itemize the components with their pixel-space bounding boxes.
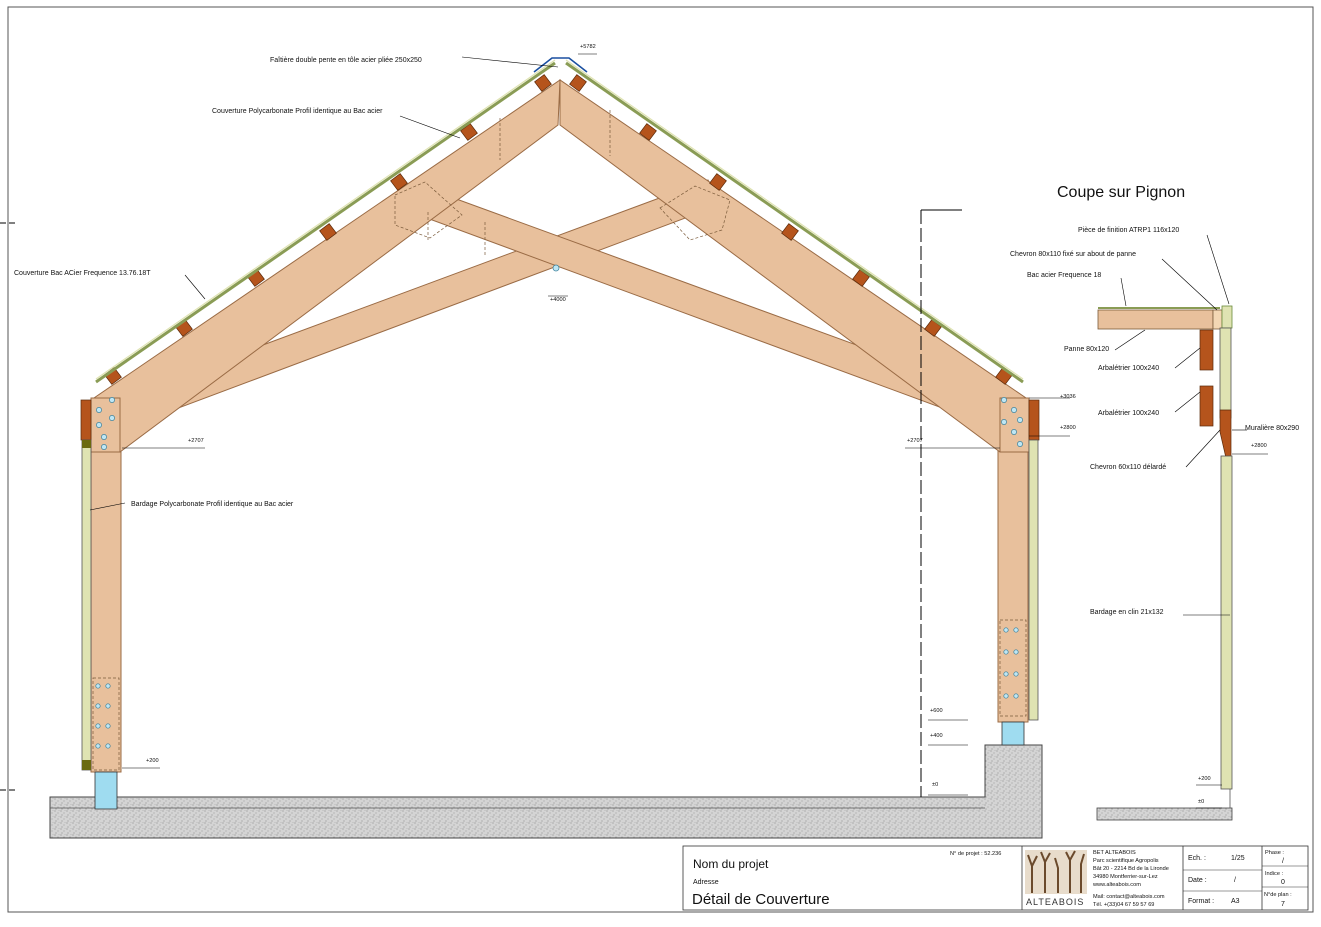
label-bardage-clin: Bardage en clin 21x132 <box>1090 609 1164 616</box>
level-left-eave: +2707 <box>188 438 204 444</box>
level-0: ±0 <box>932 782 938 788</box>
company-line-2: Bât 20 - 2214 Bd de la Lironde <box>1093 866 1169 872</box>
level-400: +400 <box>930 733 943 739</box>
label-bac-acier: Bac acier Frequence 18 <box>1027 272 1101 279</box>
level-cross: +4000 <box>550 297 566 303</box>
label-chevron-80: Chevron 80x110 fixé sur about de panne <box>1010 251 1136 258</box>
level-right-eave: +2707 <box>907 438 923 444</box>
right-knee <box>999 397 1030 453</box>
level-base-left: +200 <box>146 758 159 764</box>
project-number: N° de projet : 52.236 <box>950 851 1001 857</box>
company-line-6: Tél. +(33)04 67 59 57 69 <box>1093 902 1154 908</box>
label-panne: Panne 80x120 <box>1064 346 1109 353</box>
wall-cladding <box>81 439 1039 771</box>
label-couverture-bac: Couverture Bac ACier Frequence 13.76.18T <box>14 270 151 277</box>
company-line-1: Parc scientifique Agropolis <box>1093 858 1159 864</box>
detail-level-0: ±0 <box>1198 799 1204 805</box>
timber-frame <box>90 79 1030 773</box>
phase-label: Phase : <box>1265 850 1284 856</box>
project-name: Nom du projet <box>693 857 769 871</box>
plan-label: N°de plan : <box>1264 892 1292 898</box>
pignon-detail <box>1097 305 1233 808</box>
level-ridge: +5782 <box>580 44 596 50</box>
company-line-0: BET ALTEABOIS <box>1093 850 1136 856</box>
level-top-right: +3036 <box>1060 394 1076 400</box>
project-address: Adresse <box>693 879 719 886</box>
left-knee <box>90 397 121 453</box>
sheet-border <box>7 6 1314 913</box>
company-line-5: Mail: contact@alteabois.com <box>1093 894 1165 900</box>
detail-level-2800: +2800 <box>1251 443 1267 449</box>
detail-level-200: +200 <box>1198 776 1211 782</box>
bolts <box>95 264 1023 749</box>
roof-covering <box>95 57 1024 384</box>
detail-leaders <box>1114 234 1268 809</box>
label-piece-finition: Pièce de finition ATRP1 116x120 <box>1078 227 1179 234</box>
indice-value: 0 <box>1281 879 1285 886</box>
label-arbaletrier-1: Arbalétrier 100x240 <box>1098 365 1159 372</box>
format-value: A3 <box>1231 898 1240 905</box>
leaders <box>89 53 1070 796</box>
ech-value: 1/25 <box>1231 855 1245 862</box>
level-right-2800: +2800 <box>1060 425 1076 431</box>
ech-label: Ech. : <box>1188 855 1206 862</box>
label-muraliere: Muralière 80x290 <box>1245 425 1299 432</box>
date-label: Date : <box>1188 877 1207 884</box>
alteabois-logo: ALTEABOIS <box>1025 850 1087 907</box>
label-bardage-poly: Bardage Polycarbonate Profil identique a… <box>131 501 294 508</box>
label-couverture-poly: Couverture Polycarbonate Profil identiqu… <box>212 108 383 115</box>
drawing-title: Détail de Couverture <box>692 891 830 908</box>
purlins <box>80 74 1040 441</box>
section-title: Coupe sur Pignon <box>1057 184 1185 201</box>
gusset-plates <box>92 110 1027 771</box>
label-faitiere: Faîtière double pente en tôle acier plié… <box>270 57 422 64</box>
label-arbaletrier-2: Arbalétrier 100x240 <box>1098 410 1159 417</box>
phase-value: / <box>1282 858 1284 865</box>
concrete-slab <box>49 744 1043 839</box>
left-post <box>90 399 122 773</box>
label-chevron-60: Chevron 60x110 délardé <box>1090 464 1166 471</box>
logo-text: ALTEABOIS <box>1026 897 1084 907</box>
plan-value: 7 <box>1281 901 1285 908</box>
level-600: +600 <box>930 708 943 714</box>
company-line-3: 34980 Montferrier-sur-Lez <box>1093 874 1158 880</box>
company-line-4: www.alteabois.com <box>1092 882 1141 888</box>
right-post <box>997 399 1029 723</box>
format-label: Format : <box>1188 898 1214 905</box>
title-block: ALTEABOIS <box>682 845 1309 911</box>
post-bases <box>94 721 1025 810</box>
date-value: / <box>1234 877 1236 884</box>
detail-slab <box>1096 807 1233 821</box>
axis-line <box>920 209 962 797</box>
indice-label: Indice : <box>1265 871 1283 877</box>
